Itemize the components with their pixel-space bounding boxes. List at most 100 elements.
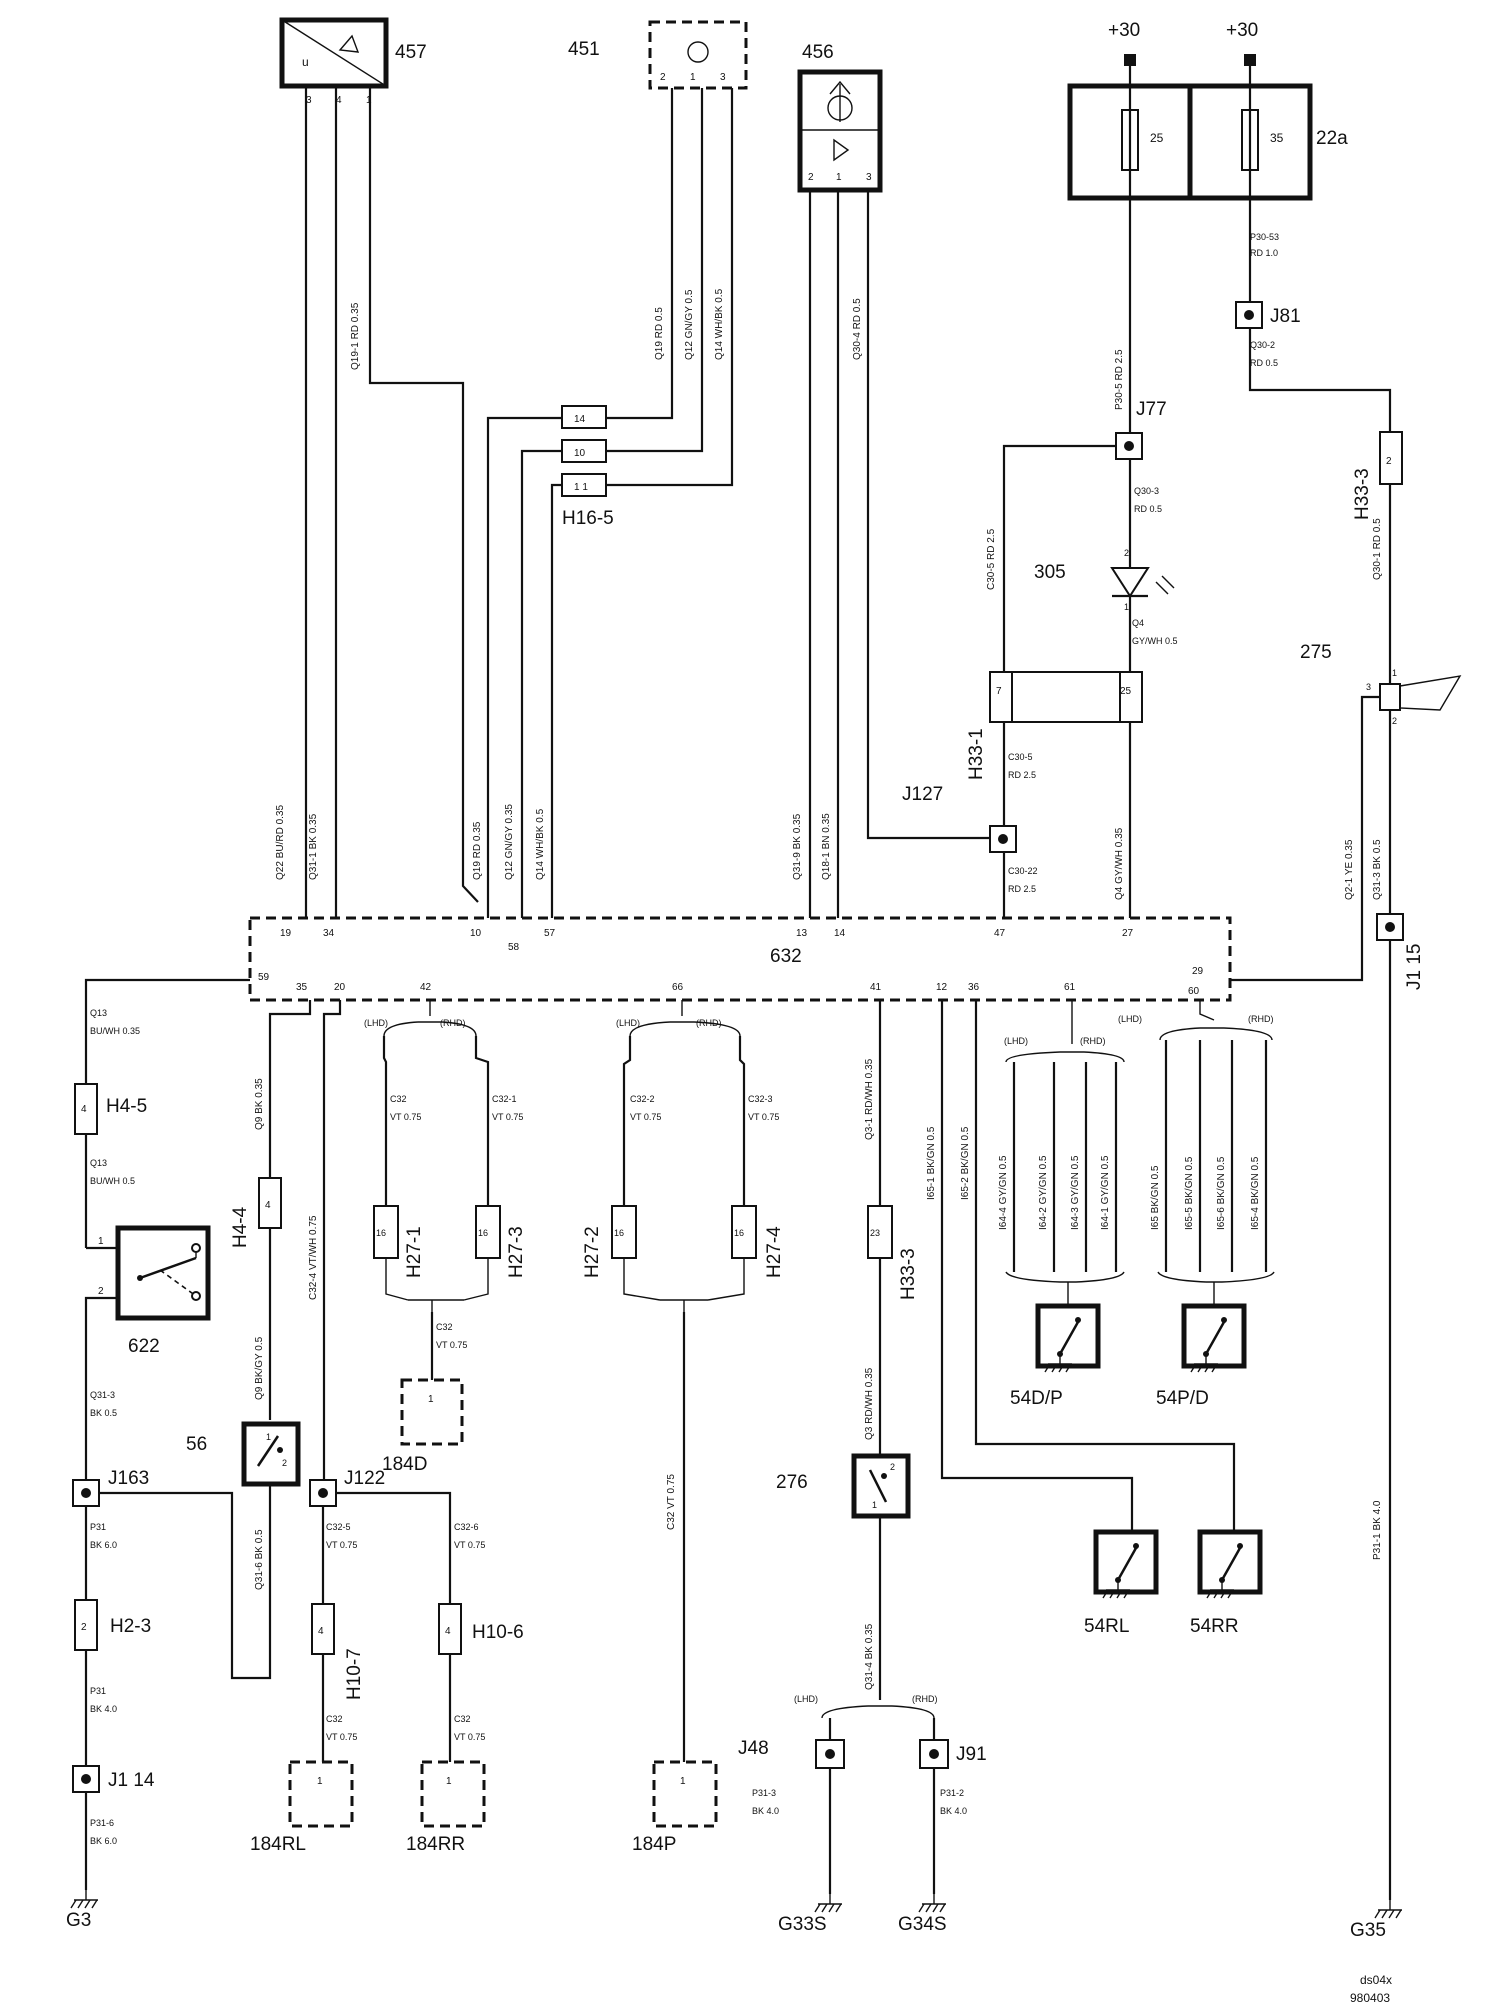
label-c456: 456 — [802, 42, 834, 63]
label-c632-58: 58 — [508, 942, 520, 953]
connector-h27-4 — [731, 1205, 757, 1259]
label-h27-2: H27-2 — [582, 1226, 603, 1278]
label-wc305c: RD 2.5 — [1008, 770, 1036, 780]
label-j91: J91 — [956, 1744, 987, 1765]
label-fuse25: 25 — [1150, 131, 1164, 145]
label-wj81a: Q30-2 — [1250, 340, 1275, 350]
label-h16-10: 10 — [574, 448, 586, 459]
label-p451-1: 1 — [690, 72, 696, 83]
label-wf35a: P30-53 — [1250, 232, 1279, 242]
label-h27-3: H27-3 — [506, 1226, 527, 1278]
label-c632-34: 34 — [323, 928, 335, 939]
horn-275: 275 1 2 3 — [1300, 642, 1462, 726]
label-wj77a: Q30-3 — [1134, 486, 1159, 496]
label-c632-20: 20 — [334, 982, 346, 993]
label-h27-1: H27-1 — [404, 1226, 425, 1278]
label-h16-5: H16-5 — [562, 508, 614, 529]
label-lhd3: (LHD) — [794, 1694, 818, 1704]
label-c632-29: 29 — [1192, 966, 1204, 977]
label-wi642: I64-2 GY/GN 0.5 — [1038, 1155, 1049, 1230]
connector-h33-1: 7 25 H33-1 — [966, 671, 1143, 780]
label-wq313b: BK 0.5 — [90, 1408, 117, 1418]
label-wc32rl-a: C32 — [326, 1714, 343, 1724]
label-w457c: Q19-1 RD 0.35 — [350, 302, 361, 370]
label-wc325a: C32-5 — [326, 1522, 351, 1532]
label-c632-42: 42 — [420, 982, 432, 993]
label-wh333: Q30-1 RD 0.5 — [1372, 518, 1383, 580]
label-wc324: C32-4 VT/WH 0.75 — [308, 1215, 319, 1300]
switch-54rl: 54RL — [1084, 1532, 1156, 1637]
label-h107-4: 4 — [318, 1626, 324, 1637]
led-305: 305 2 1 — [1034, 548, 1175, 612]
component-184d — [400, 1378, 464, 1446]
label-h10-6: H10-6 — [472, 1622, 524, 1643]
label-c276: 276 — [776, 1472, 808, 1493]
label-s276-2: 2 — [890, 1462, 895, 1472]
label-wq4c: Q4 GY/WH 0.35 — [1114, 827, 1125, 900]
label-c305: 305 — [1034, 562, 1066, 583]
label-c632-59: 59 — [258, 972, 270, 983]
label-c56: 56 — [186, 1434, 207, 1455]
label-wq313a: Q31-3 — [90, 1390, 115, 1400]
label-w456c: Q30-4 RD 0.5 — [852, 298, 863, 360]
label-wq31: Q3-1 RD/WH 0.35 — [864, 1058, 875, 1140]
label-h333b-23: 23 — [870, 1228, 880, 1238]
label-h274-16: 16 — [734, 1228, 744, 1238]
label-b184rr-1: 1 — [446, 1776, 452, 1787]
label-rhd4: (RHD) — [1080, 1036, 1106, 1046]
component-184p — [652, 1760, 718, 1828]
label-w16c: Q14 WH/BK 0.5 — [535, 808, 546, 880]
switch-54dp: 54D/P — [1010, 1306, 1098, 1409]
label-wc323b: VT 0.75 — [748, 1112, 779, 1122]
label-b184rl-1: 1 — [317, 1776, 323, 1787]
label-c632-60: 60 — [1188, 986, 1200, 997]
component-457: u 457 — [279, 17, 427, 89]
label-g3: G3 — [66, 1910, 91, 1931]
label-rhd2: (RHD) — [696, 1018, 722, 1028]
label-h33-1-7: 7 — [996, 686, 1002, 697]
label-w457b: Q31-1 BK 0.35 — [308, 813, 319, 880]
label-docid: ds04x — [1360, 1973, 1392, 1987]
label-wp313a: P31-3 — [752, 1788, 776, 1798]
label-wf25: P30-5 RD 2.5 — [1114, 349, 1125, 410]
label-s56-1: 1 — [266, 1432, 271, 1442]
label-h106-4: 4 — [445, 1626, 451, 1637]
label-g35: G35 — [1350, 1920, 1386, 1941]
label-w457a: Q22 BU/RD 0.35 — [275, 805, 286, 880]
label-w451c: Q14 WH/BK 0.5 — [714, 288, 725, 360]
label-wp312b: BK 4.0 — [940, 1806, 967, 1816]
label-r622-2: 2 — [98, 1286, 104, 1297]
label-rhd1: (RHD) — [440, 1018, 466, 1028]
switch-56: 56 1 2 — [186, 1421, 301, 1487]
label-wp312a: P31-2 — [940, 1788, 964, 1798]
label-c184d: 184D — [382, 1454, 427, 1475]
switch-276: 276 2 1 — [776, 1453, 911, 1519]
label-p456-1: 1 — [836, 172, 842, 183]
component-451: 451 — [568, 20, 748, 90]
label-wi652: I65-2 BK/GN 0.5 — [960, 1126, 971, 1200]
label-wc32d-a: C32 — [436, 1322, 453, 1332]
label-h33-3: H33-3 — [1352, 468, 1373, 520]
label-c632-66: 66 — [672, 982, 684, 993]
label-wq314: Q31-4 BK 0.35 — [864, 1623, 875, 1690]
label-c632-61: 61 — [1064, 982, 1076, 993]
label-c451: 451 — [568, 39, 600, 60]
label-c622: 622 — [128, 1336, 160, 1357]
label-wc32rl-b: VT 0.75 — [326, 1732, 357, 1742]
label-h45-4: 4 — [81, 1104, 87, 1115]
label-wp311: P31-1 BK 4.0 — [1372, 1500, 1383, 1560]
label-wp31a: P31 — [90, 1522, 106, 1532]
label-lhd5: (LHD) — [1118, 1014, 1142, 1024]
fuse-box-22a: 25 35 22a — [1067, 83, 1348, 201]
label-s56-2: 2 — [282, 1458, 287, 1468]
component-184rl — [288, 1760, 354, 1828]
label-wq316: Q31-6 BK 0.5 — [254, 1529, 265, 1590]
label-w16b: Q12 GN/GY 0.35 — [504, 804, 515, 880]
label-c54dp: 54D/P — [1010, 1388, 1063, 1409]
label-wc323a: C32-3 — [748, 1094, 773, 1104]
label-wc305: C30-5 RD 2.5 — [986, 528, 997, 590]
label-wq3: Q3 RD/WH 0.35 — [864, 1367, 875, 1440]
label-c632-57: 57 — [544, 928, 556, 939]
sensor-icon — [338, 34, 360, 53]
